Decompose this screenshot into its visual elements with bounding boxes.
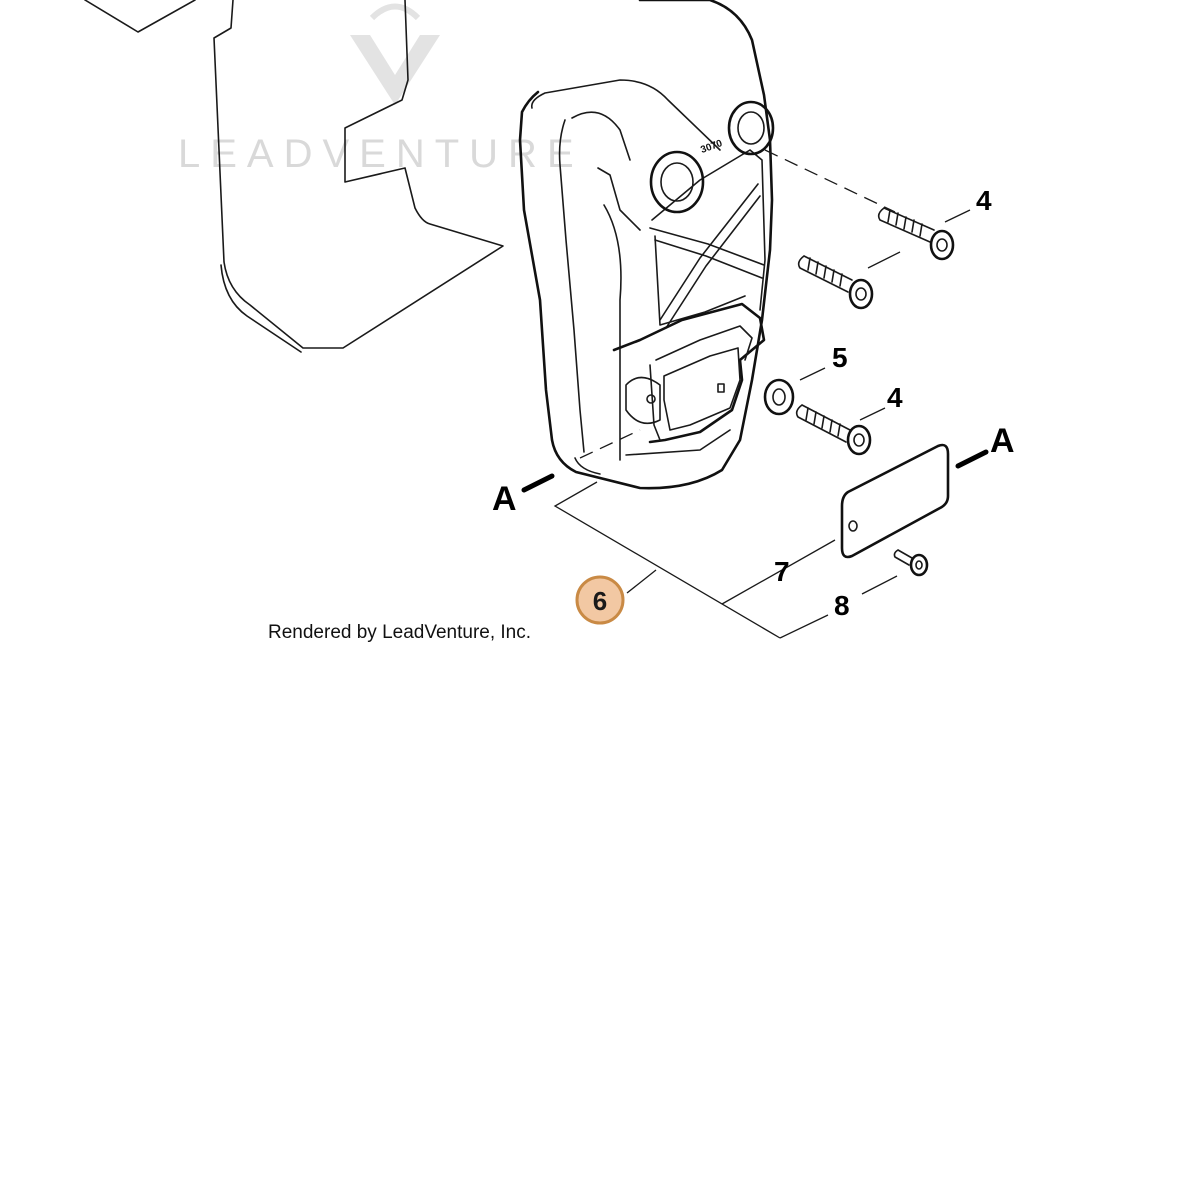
leader-lines [553,209,971,639]
callouts: 4 5 4 7 8 6 [575,185,992,625]
watermark-logo [350,3,440,105]
callout-7[interactable]: 7 [774,556,790,587]
callout-5[interactable]: 5 [832,342,848,373]
callout-4-middle[interactable]: 4 [887,382,903,413]
reference-markers: A A [492,422,1015,518]
heat-shield [84,0,504,353]
screw-4-lower [795,404,872,456]
render-credit: Rendered by LeadVenture, Inc. [268,622,531,643]
washer-5 [763,378,795,416]
screw-4-top [877,207,955,261]
alignment-lines [579,149,896,459]
small-screw-8 [893,549,929,577]
screw-4-middle-upper [797,255,874,310]
callout-4-top[interactable]: 4 [976,185,992,216]
callout-8[interactable]: 8 [834,590,850,621]
reference-a-left: A [492,480,517,518]
highlight-circle [575,575,625,625]
part-stamp: 3070 [699,138,724,156]
cover-plate-7 [840,443,950,559]
watermark-text: LEADVENTURE [178,132,584,176]
reference-a-right: A [990,422,1015,460]
watermark: LEADVENTURE [178,3,584,176]
muffler: 3070 [518,0,775,490]
callout-6-highlight[interactable]: 6 [575,575,625,625]
callout-6[interactable]: 6 [593,586,607,616]
